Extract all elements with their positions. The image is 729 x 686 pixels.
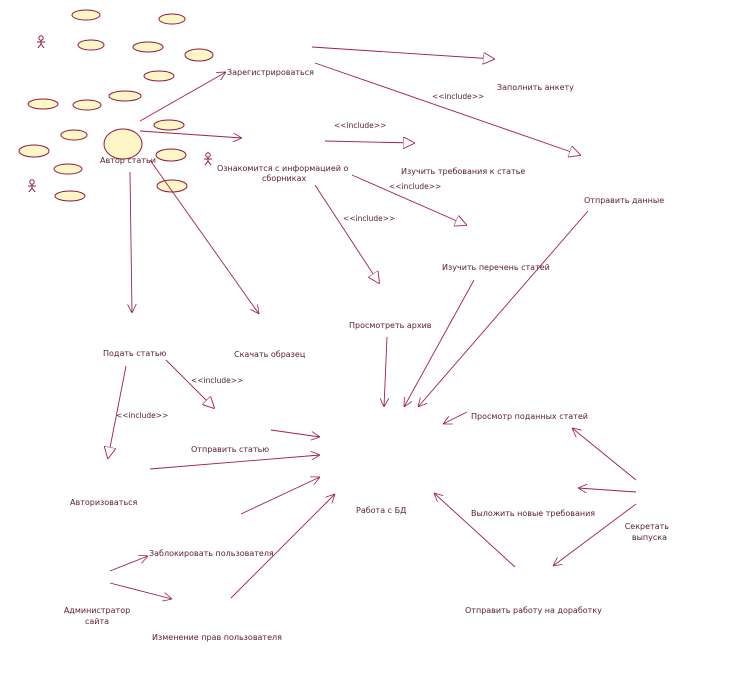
use-case-study-requirements: Изучить требования к статье <box>401 167 525 176</box>
use-case-view-info-line1: Ознакомится с информацией о <box>217 164 348 173</box>
actor-icon <box>37 35 45 49</box>
actor-secretary-label-line1: Секретать <box>625 522 670 531</box>
associations <box>108 46 637 599</box>
actor-icon <box>204 152 212 166</box>
actor-secretary-label-line2: выпуска <box>632 533 667 542</box>
use-case-authorize: Авторизоваться <box>70 498 138 507</box>
include-stereotype: <<include>> <box>334 121 386 130</box>
use-case-view-submitted: Просмотр поданных статей <box>471 412 588 421</box>
use-case-send-back: Отправить работу на доработку <box>465 606 602 615</box>
use-case-study-list: Изучить перечень статей <box>442 263 550 272</box>
actor-admin-label-line2: сайта <box>85 617 109 626</box>
include-stereotype: <<include>> <box>116 411 168 420</box>
use-case-view-archive: Просмотреть архив <box>349 321 432 330</box>
include-stereotype: <<include>> <box>343 214 395 223</box>
include-stereotype: <<include>> <box>191 376 243 385</box>
use-case-change-rights: Изменение прав пользователя <box>152 633 282 642</box>
use-case-view-info-line2: сборниках <box>262 174 306 183</box>
actor-icon <box>28 179 36 193</box>
use-case-fill-form: Заполнить анкету <box>497 83 574 92</box>
include-stereotype: <<include>> <box>432 92 484 101</box>
use-case-send-article: Отправить статью <box>191 445 269 454</box>
actor-admin-label-line1: Администратор <box>64 606 130 615</box>
use-case-icon-cluster <box>18 9 214 202</box>
use-case-register: Зарегистрироваться <box>227 68 314 77</box>
use-case-post-requirements: Выложить новые требования <box>471 509 595 518</box>
use-case-block-user: Заблокировать пользователя <box>149 549 274 558</box>
use-case-download-sample: Скачать образец <box>234 350 306 359</box>
use-case-submit-article: Подать статью <box>103 349 167 358</box>
use-case-db: Работа с БД <box>356 506 406 515</box>
actor-author-label: Автор статьи <box>100 156 156 165</box>
use-case-send-data: Отправить данные <box>584 196 664 205</box>
include-stereotype: <<include>> <box>389 182 441 191</box>
